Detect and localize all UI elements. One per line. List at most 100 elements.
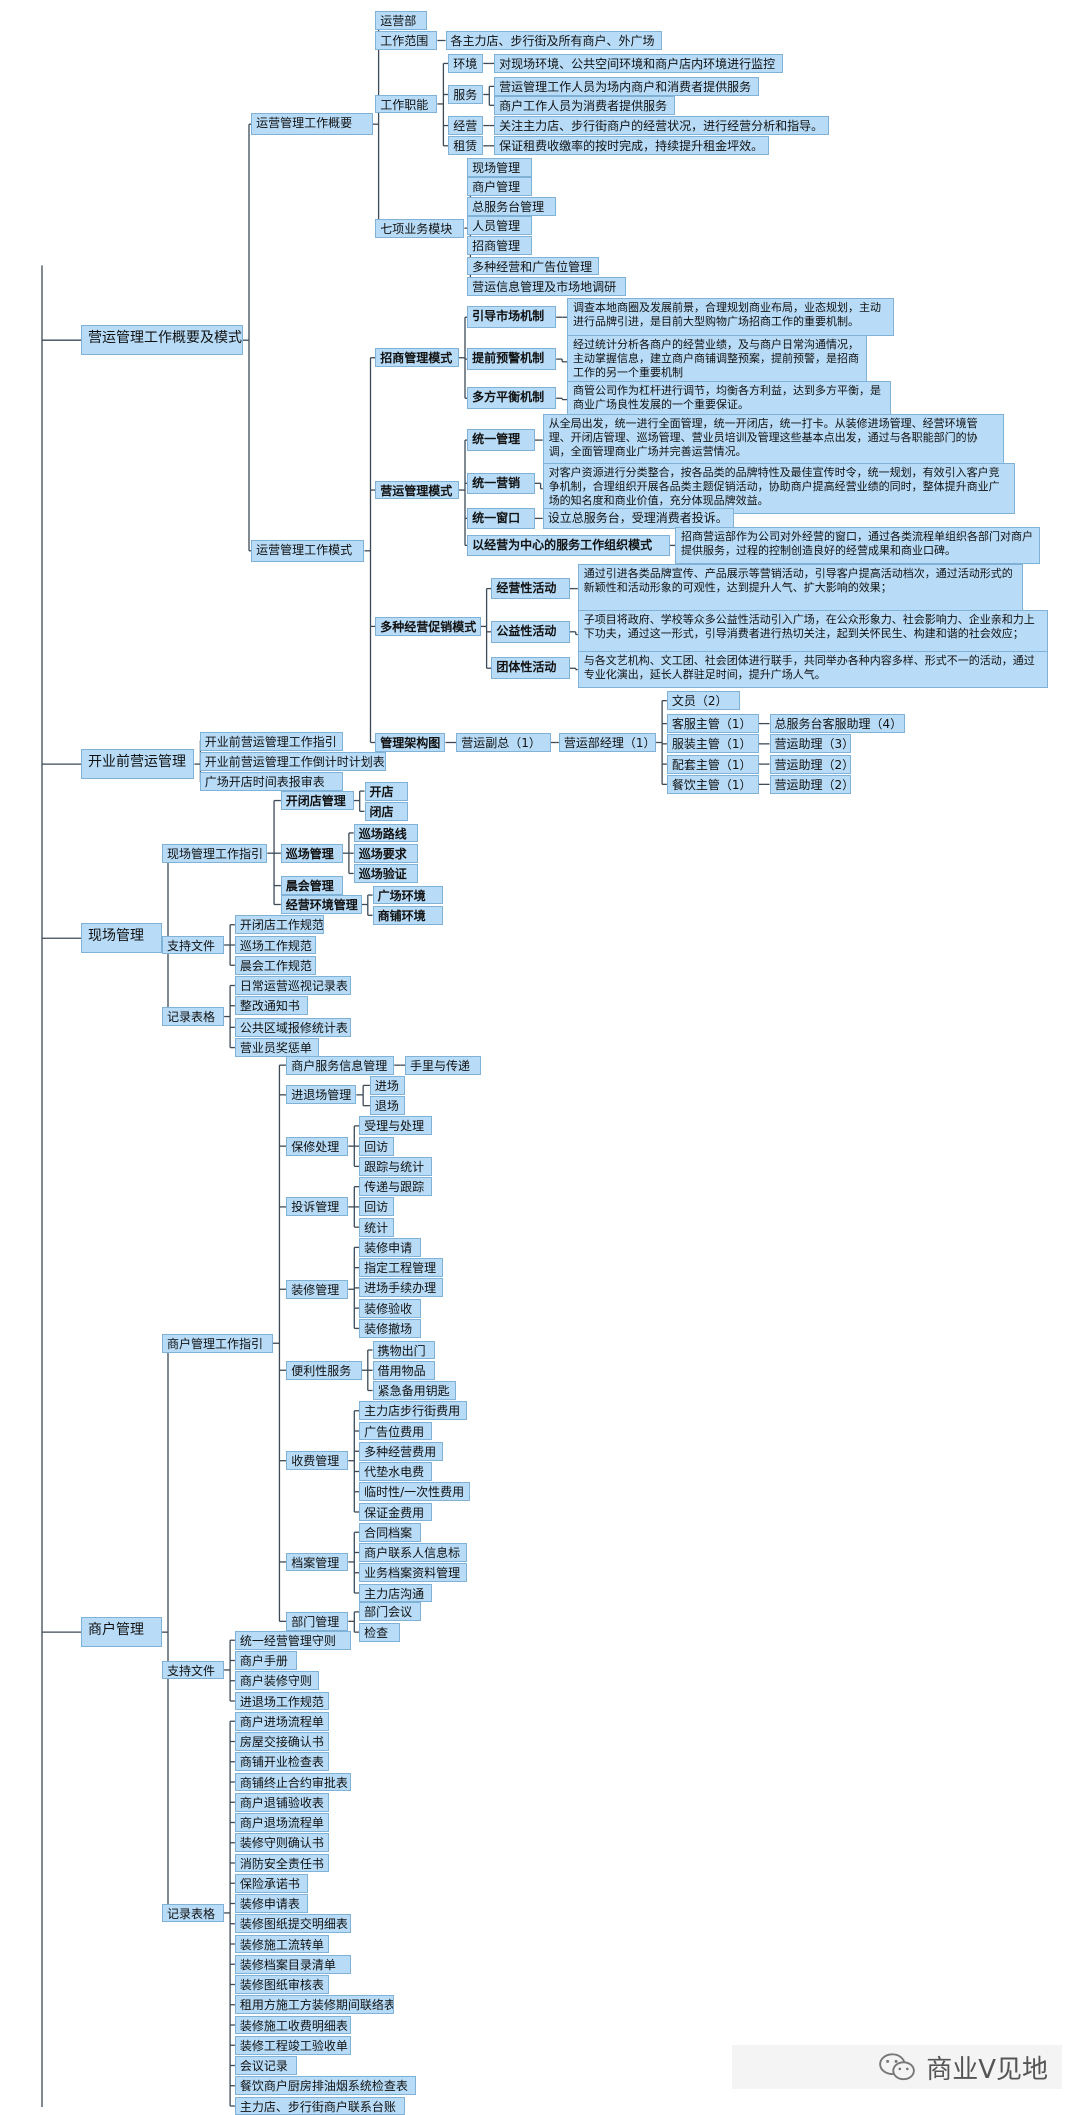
- node-e3l: 装修施工流转单: [234, 1934, 330, 1954]
- node-d2: 支持文件: [162, 935, 225, 955]
- node-e2a: 统一经营管理守则: [234, 1630, 351, 1650]
- node-b1b: 提前预警机制: [467, 348, 557, 370]
- node-c3: 广场开店时间表报审表: [199, 772, 343, 792]
- node-e1e5: 装修撤场: [359, 1318, 422, 1338]
- node-d1b2: 巡场要求: [353, 843, 419, 863]
- node-d2c: 晨会工作规范: [234, 955, 316, 975]
- node-e1i2: 检查: [359, 1622, 400, 1642]
- node-a4c: 总服务台管理: [467, 197, 557, 216]
- node-e3j: 装修申请表: [234, 1894, 308, 1913]
- node-e1g2: 广告位费用: [359, 1421, 432, 1441]
- node-d3d: 营业员奖惩单: [234, 1038, 319, 1058]
- node-b3b: 公益性活动: [491, 621, 570, 643]
- node-a2: 工作范围: [375, 31, 438, 50]
- node-b1a1: 调查本地商圈及发展前景，合理规划商业布局，业态规划，主动进行品牌引进，是目前大型…: [567, 298, 894, 337]
- node-d2b: 巡场工作规范: [234, 935, 316, 955]
- node-b4e: 服装主管（1）: [666, 734, 759, 754]
- node-b2: 营运管理模式: [375, 480, 459, 500]
- node-e3f: 商户退场流程单: [234, 1813, 330, 1832]
- node-b4b: 营运部经理（1）: [558, 733, 657, 752]
- node-e1g: 收费管理: [286, 1451, 349, 1471]
- node-e1f1: 携物出门: [372, 1340, 435, 1360]
- node-e1e: 装修管理: [286, 1279, 349, 1299]
- node-b4d: 客服主管（1）: [666, 714, 759, 734]
- node-d3c: 公共区域报修统计表: [234, 1017, 351, 1037]
- node-b2b1: 对客户资源进行分类整合，按各品类的品牌特性及最佳宣传时令，统一规划，有效引入客户…: [542, 463, 1016, 515]
- node-a3d: 租赁: [448, 136, 484, 156]
- node-a3a1: 对现场环境、公共空间环境和商户店内环境进行监控: [494, 54, 783, 73]
- node-c2: 开业前营运管理工作倒计时计划表: [199, 751, 387, 771]
- node-a4b: 商户管理: [467, 176, 532, 196]
- node-e1g4: 代垫水电费: [359, 1462, 432, 1481]
- node-a3b1: 营运管理工作人员为场内商户和消费者提供服务: [494, 76, 759, 96]
- node-e3q: 装修工程竣工验收单: [234, 2035, 351, 2055]
- node-a4a: 现场管理: [467, 157, 532, 177]
- node-b3: 多种经营促销模式: [375, 616, 481, 636]
- node-a3a: 环境: [448, 54, 484, 73]
- node-a3c1: 关注主力店、步行街商户的经营状况，进行经营分析和指导。: [494, 116, 829, 135]
- node-e1e1: 装修申请: [359, 1237, 422, 1257]
- wechat-icon: [879, 2053, 916, 2081]
- node-e1d2: 回访: [359, 1197, 395, 1217]
- node-e3i: 保险承诺书: [234, 1873, 308, 1893]
- node-r1: 营运管理工作概要及模式: [81, 325, 243, 356]
- node-c1: 开业前营运管理工作指引: [199, 731, 343, 751]
- node-b1c1: 商管公司作为杠杆进行调节，均衡各方利益，达到多方平衡，是商业广场良性发展的一个重…: [567, 380, 891, 419]
- node-b3c1: 与各文艺机构、文工团、社会团体进行联手，共同举办各种内容多样、形式不一的活动，通…: [577, 650, 1048, 689]
- node-e1h3: 业务档案资料管理: [359, 1563, 468, 1583]
- node-d3: 记录表格: [162, 1007, 225, 1026]
- node-e3p: 装修施工收费明细表: [234, 2015, 351, 2035]
- node-b2a: 统一管理: [467, 429, 535, 451]
- node-r2: 开业前营运管理: [81, 749, 195, 779]
- node-a3b2: 商户工作人员为消费者提供服务: [494, 95, 675, 115]
- node-b4: 管理架构图: [375, 733, 446, 752]
- node-d1a1: 开店: [364, 781, 408, 801]
- node-e1c2: 回访: [359, 1136, 395, 1156]
- node-d1: 现场管理工作指引: [162, 843, 268, 863]
- node-e1b2: 退场: [369, 1096, 405, 1116]
- node-e3c: 商铺开业检查表: [234, 1752, 330, 1772]
- node-e3o: 租用方施工方装修期间联络表: [234, 1995, 395, 2015]
- node-e1i: 部门管理: [286, 1611, 349, 1631]
- node-b: 运营管理工作模式: [251, 540, 365, 562]
- node-b2d: 以经营为中心的服务工作组织模式: [467, 534, 670, 557]
- node-a4e: 招商管理: [467, 236, 532, 256]
- node-e3s: 餐饮商户厨房排油烟系统检查表: [234, 2076, 416, 2096]
- node-b4g: 餐饮主管（1）: [666, 774, 759, 794]
- node-e3b: 房屋交接确认书: [234, 1732, 330, 1751]
- node-e3a: 商户进场流程单: [234, 1711, 330, 1731]
- node-b4g1: 营运助理（2）: [769, 774, 851, 794]
- node-e1d1: 传递与跟踪: [359, 1177, 432, 1197]
- node-e2c: 商户装修守则: [234, 1671, 319, 1691]
- node-d1c: 晨会管理: [280, 876, 343, 896]
- node-b4c: 文员（2）: [666, 691, 740, 711]
- node-b3b1: 子项目将政府、学校等众多公益性活动引入广场，在公众形象力、社会影响力、企业亲和力…: [577, 610, 1048, 659]
- node-a4g: 营运信息管理及市场地调研: [467, 276, 627, 296]
- node-e1f: 便利性服务: [286, 1360, 362, 1380]
- node-e2d: 进退场工作规范: [234, 1691, 330, 1711]
- node-e2b: 商户手册: [234, 1651, 297, 1670]
- node-e1f2: 借用物品: [372, 1360, 435, 1380]
- node-b3a1: 通过引进各类品牌宣传、产品展示等营销活动，引导客户提高活动档次，通过活动形式的新…: [577, 564, 1024, 613]
- node-b1b1: 经过统计分析各商户的经营业绩，及与商户日常沟通情况，主动掌握信息，建立商户商铺调…: [567, 334, 867, 389]
- node-b2c: 统一窗口: [467, 507, 535, 530]
- node-e3r: 会议记录: [234, 2056, 297, 2075]
- node-b1: 招商管理模式: [375, 348, 459, 368]
- node-a4d: 人员管理: [467, 216, 532, 235]
- node-d3b: 整改通知书: [234, 996, 308, 1016]
- node-r3: 现场管理: [81, 923, 162, 954]
- node-e3: 记录表格: [162, 1903, 225, 1923]
- node-e3e: 商户退铺验收表: [234, 1792, 330, 1812]
- node-a3d1: 保证租费收缴率的按时完成，持续提升租金坪效。: [494, 136, 770, 156]
- node-e1d: 投诉管理: [286, 1197, 349, 1217]
- node-e1g5: 临时性/一次性费用: [359, 1482, 470, 1502]
- node-d1a2: 闭店: [364, 801, 408, 821]
- node-e1b: 进退场管理: [286, 1085, 357, 1105]
- node-d1b3: 巡场验证: [353, 864, 419, 883]
- node-e1e3: 进场手续办理: [359, 1278, 443, 1298]
- watermark-text: 商业V见地: [926, 2054, 1048, 2085]
- node-e1b1: 进场: [369, 1075, 405, 1095]
- node-d3a: 日常运营巡视记录表: [234, 976, 351, 995]
- node-e3g: 装修守则确认书: [234, 1833, 330, 1853]
